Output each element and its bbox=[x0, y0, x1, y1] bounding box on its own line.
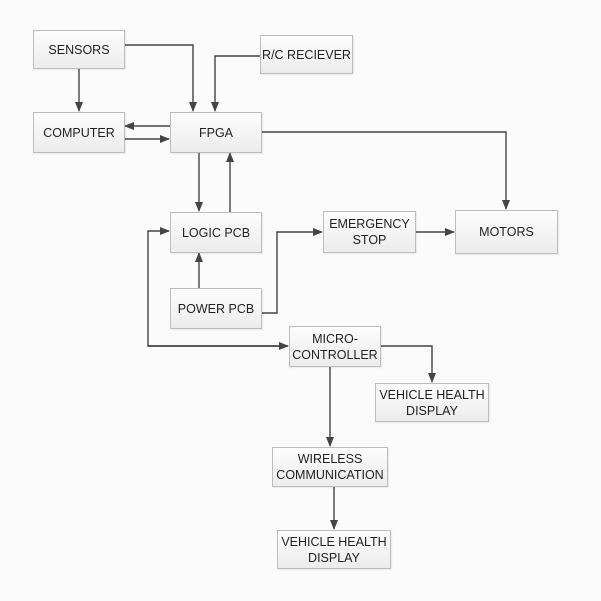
node-logic-pcb: LOGIC PCB bbox=[170, 212, 262, 253]
node-label: MICRO- CONTROLLER bbox=[292, 331, 378, 362]
node-label: VEHICLE HEALTH DISPLAY bbox=[281, 534, 387, 565]
node-label: LOGIC PCB bbox=[181, 225, 251, 240]
edge-rc-fpga bbox=[211, 55, 260, 112]
node-label: FPGA bbox=[198, 125, 234, 140]
node-emergency-stop: EMERGENCY STOP bbox=[323, 211, 416, 253]
node-microcontroller: MICRO- CONTROLLER bbox=[289, 326, 381, 367]
node-power-pcb: POWER PCB bbox=[170, 288, 262, 329]
node-label: POWER PCB bbox=[177, 301, 255, 316]
node-computer: COMPUTER bbox=[33, 112, 125, 153]
node-label: EMERGENCY STOP bbox=[329, 217, 410, 247]
node-label: COMPUTER bbox=[43, 125, 115, 140]
node-fpga: FPGA bbox=[170, 112, 262, 153]
node-label: SENSORS bbox=[48, 42, 110, 57]
node-vehicle-health-display-1: VEHICLE HEALTH DISPLAY bbox=[375, 383, 489, 422]
node-vehicle-health-display-2: VEHICLE HEALTH DISPLAY bbox=[277, 530, 391, 569]
edge-fpga-motors bbox=[261, 131, 510, 210]
node-label: MOTORS bbox=[479, 225, 534, 239]
edge-power-estop bbox=[261, 228, 323, 314]
node-wireless-communication: WIRELESS COMMUNICATION bbox=[272, 447, 388, 487]
edge-sensors-fpga bbox=[124, 44, 197, 112]
node-label: VEHICLE HEALTH DISPLAY bbox=[379, 387, 485, 418]
node-label: R/C RECIEVER bbox=[262, 47, 351, 62]
node-label: WIRELESS COMMUNICATION bbox=[276, 452, 384, 482]
node-motors: MOTORS bbox=[455, 210, 558, 254]
node-rc-receiver: R/C RECIEVER bbox=[260, 35, 353, 74]
edge-micro-vhd1 bbox=[380, 345, 436, 383]
node-sensors: SENSORS bbox=[33, 30, 125, 69]
